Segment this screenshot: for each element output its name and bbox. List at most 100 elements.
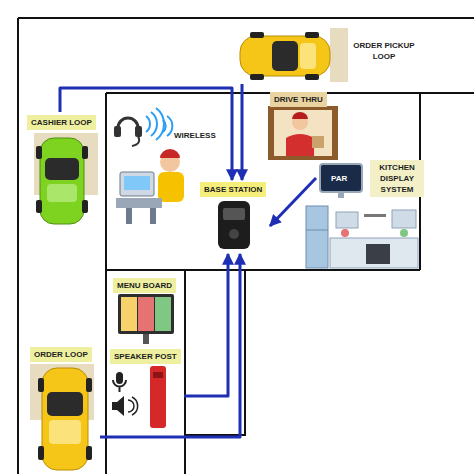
kitchen [366,244,390,264]
base-station-device [218,201,250,249]
pickup-car [250,74,264,80]
board-area: MENU BOARD [110,274,182,344]
menu-board [143,334,149,344]
speaker-post [153,372,163,378]
label-text: KITCHEN DISPLAY SYSTEM [370,160,424,197]
loop-area: CASHIER LOOP [26,112,100,228]
cashier-worker [158,172,184,202]
signal-connector [60,88,232,180]
loop-area: ORDER PICKUP LOOP [236,26,426,84]
cashier-car [36,200,42,213]
order-car [30,364,94,470]
cashier-worker [126,208,132,224]
cashier-worker [135,126,142,137]
label-text: ORDER LOOP [30,347,92,362]
menu-board [121,297,137,331]
building-walls [185,270,245,474]
cashier-worker [114,108,184,224]
order-car [47,392,83,416]
loop-area: ORDER LOOP [26,344,100,470]
pickup-car [250,32,264,38]
drive-thru-window [274,110,332,156]
cashier-car [82,200,88,213]
menu-board [155,297,171,331]
pickup-car [305,32,319,38]
label-text: BASE STATION [200,182,266,197]
building-walls [18,18,474,474]
label-text: ORDER PICKUP LOOP [348,38,420,64]
order-car [86,446,92,460]
order-car [38,378,44,392]
cashier-worker [150,208,156,224]
signal-connector [100,254,240,437]
signal-connector [184,254,228,396]
kitchen [330,238,418,268]
drive-thru-window [286,134,314,156]
cashier-worker [124,176,150,190]
menu-board [138,297,154,331]
cashier-worker [120,172,154,196]
pickup-car [272,41,298,71]
cashier-car [36,146,42,159]
logo-text: PAR [331,173,347,184]
cashier-worker [163,116,172,136]
order-car [42,368,88,470]
drive-thru-window [268,106,338,160]
wireless-label: WIRELESS [174,130,216,141]
menu-board [118,294,174,344]
cashier-car [47,184,77,202]
cashier-car [82,146,88,159]
pickup-car [330,28,348,82]
cashier-car [45,158,79,180]
drive-thru-window [292,112,308,119]
cashier-worker [160,149,180,158]
speaker-post [128,397,138,415]
speaker-post [116,372,123,384]
building-walls [18,18,474,474]
cashier-worker [116,198,162,208]
signal-connector [270,178,316,226]
pickup-car [300,43,316,69]
speaker-post [150,366,166,428]
pickup-car [240,28,348,82]
menu-board [118,294,174,334]
cashier-car [40,138,84,224]
order-car [38,446,44,460]
label-text: CASHIER LOOP [27,115,96,130]
order-car [86,378,92,392]
base-station-device [218,201,250,249]
cashier-worker [146,108,164,140]
cashier-worker [114,126,121,137]
kitchen [341,229,349,237]
cashier-worker [118,118,138,128]
kitchen [364,214,386,217]
kitchen [392,210,416,228]
kitchen [400,229,408,237]
kitchen [306,230,328,231]
label-text: DRIVE THRU [270,92,327,107]
kitchen [336,212,358,228]
kitchen [338,192,344,198]
cashier-worker [132,136,139,146]
kitchen [306,206,328,268]
device-area: BASE STATION [200,180,270,254]
speaker-post [112,366,166,428]
base-station-device [229,229,239,239]
pickup-car [305,74,319,80]
base-station-device [223,208,245,220]
drive-thru-window [268,106,338,160]
window-area: DRIVE THRU [266,92,340,162]
speaker-post [112,396,124,416]
speaker-post [113,380,126,392]
kitchen [320,164,362,192]
label-text: SPEAKER POST [110,349,181,364]
order-car [49,420,81,444]
post-area: SPEAKER POST [108,346,184,432]
cashier-car [34,133,98,224]
label-text: MENU BOARD [113,278,176,293]
building-walls [106,93,474,474]
drive-thru-window [312,136,324,148]
